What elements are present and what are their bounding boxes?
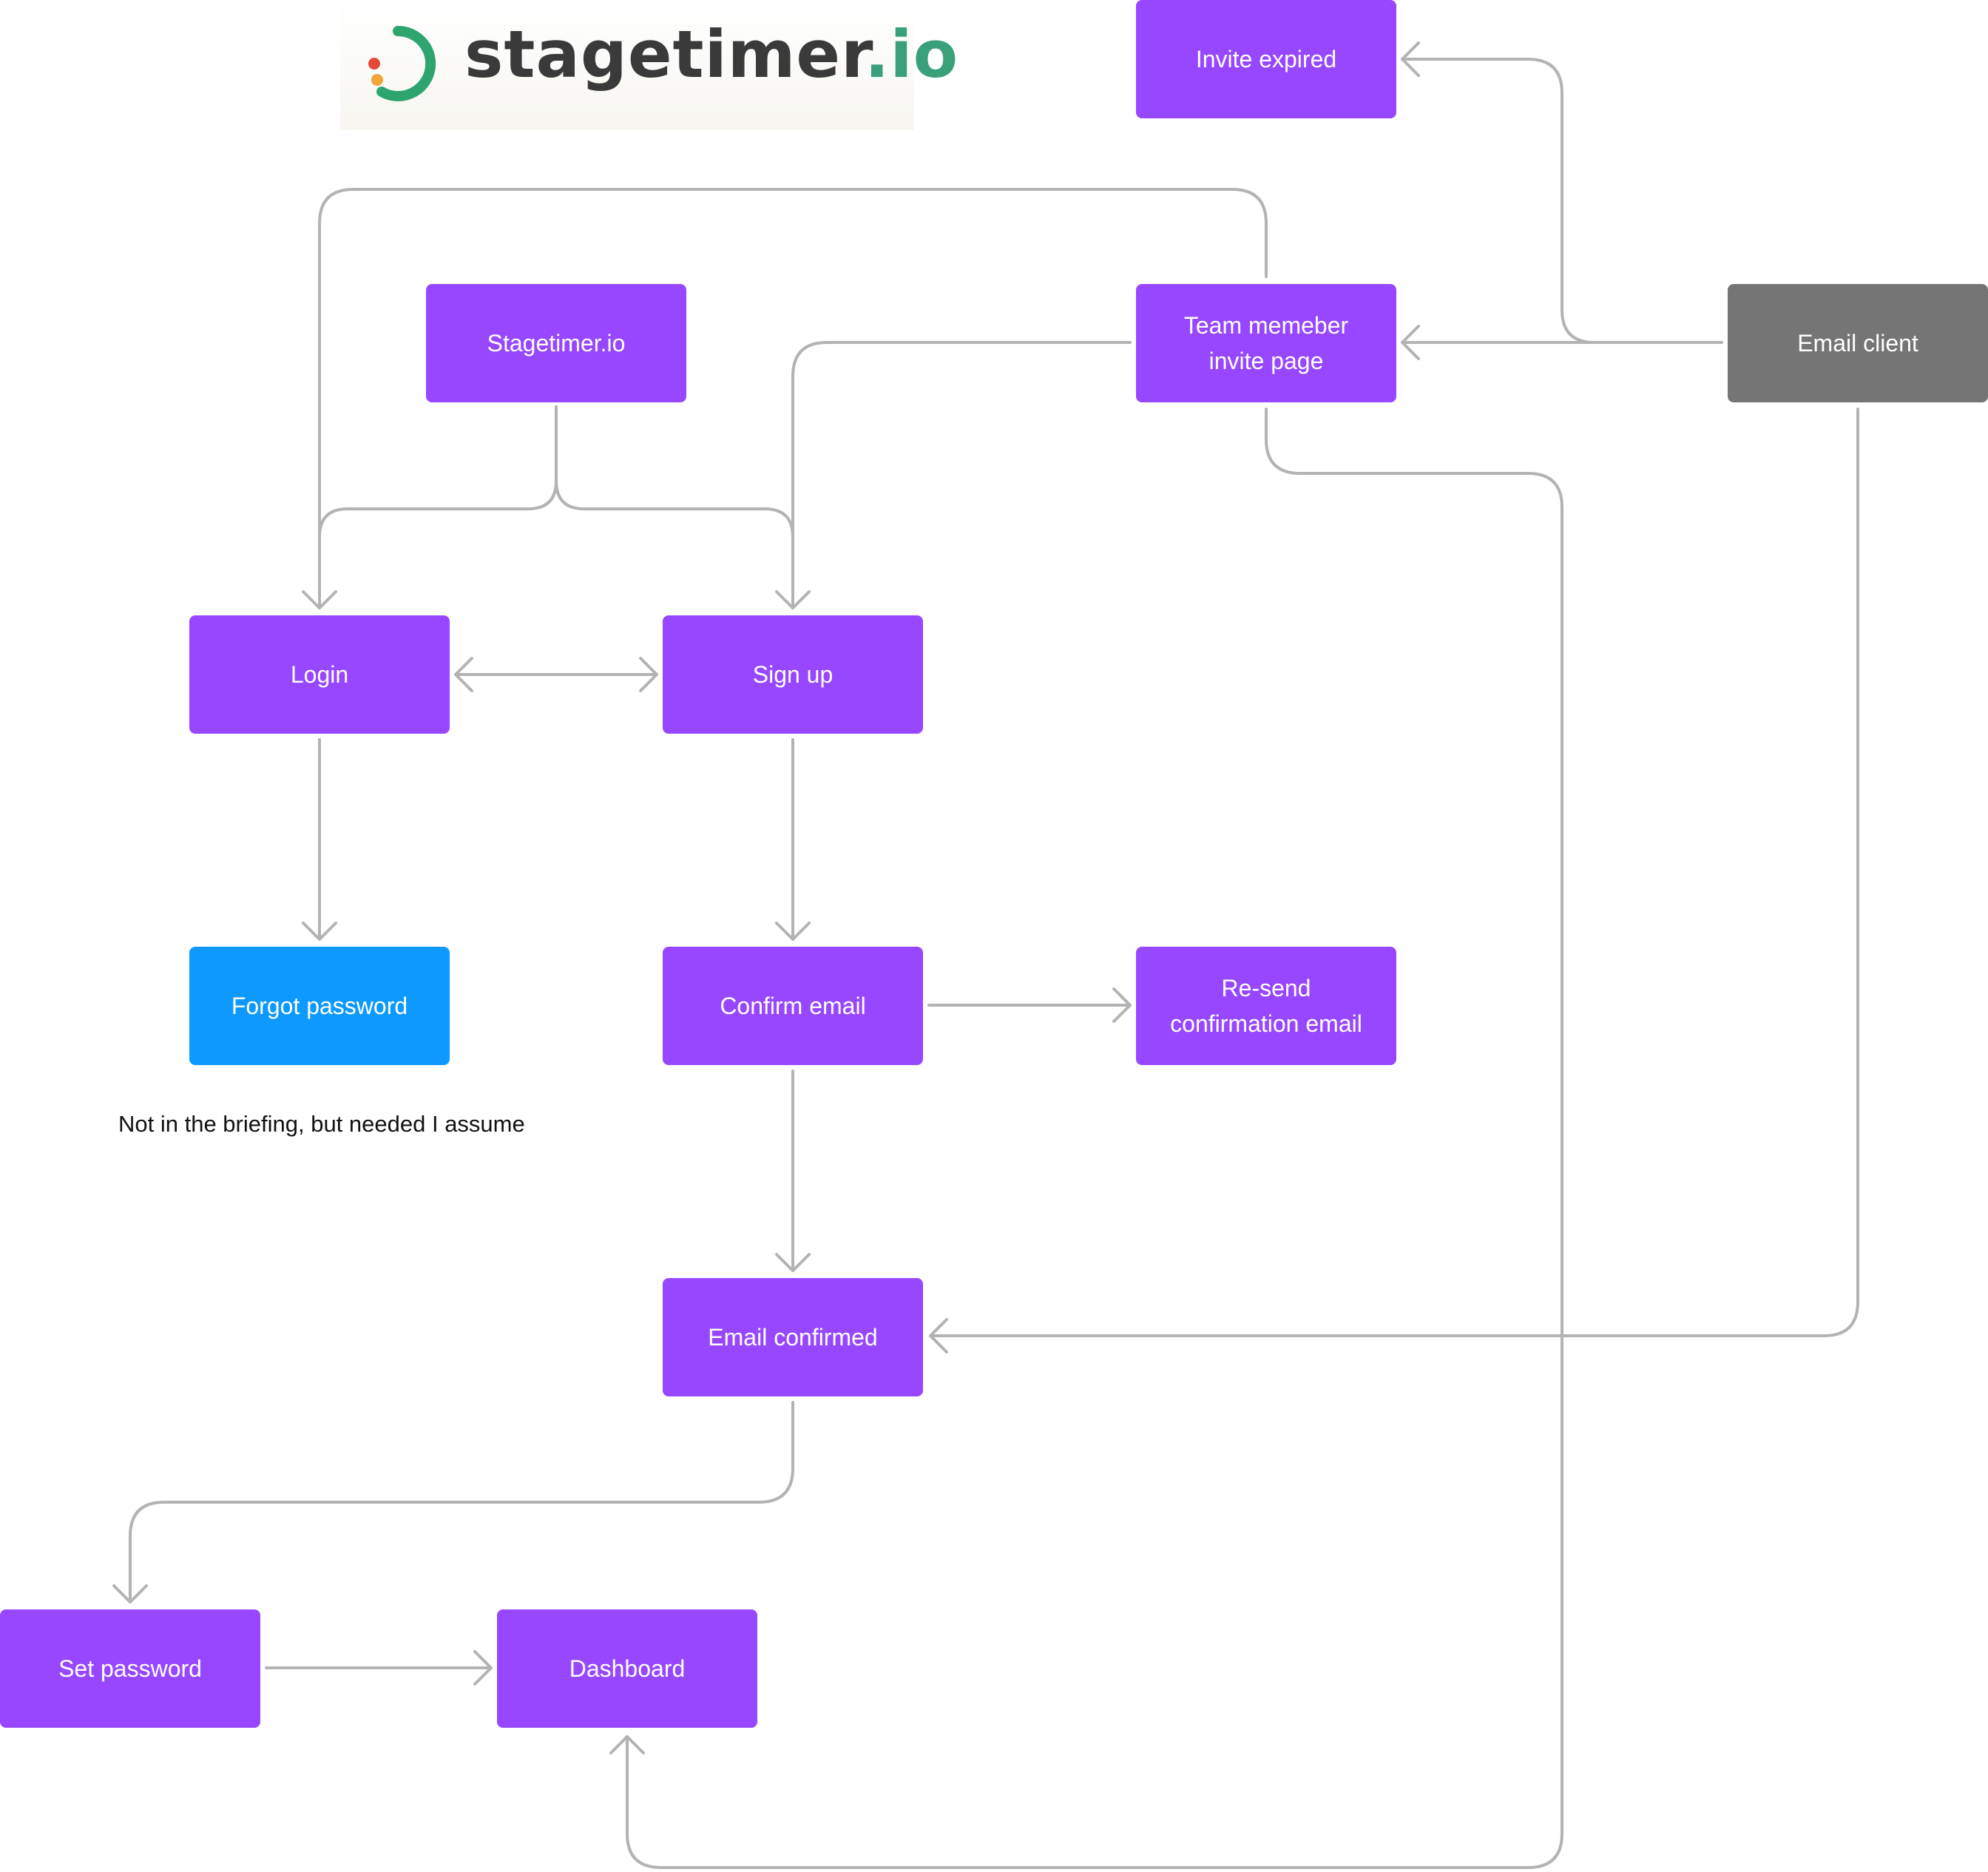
node-stagetimer[interactable]: Stagetimer.io [426, 284, 686, 402]
node-email-confirmed-label: Email confirmed [708, 1324, 878, 1351]
arrowhead-dashboard-bottom [609, 1735, 645, 1754]
arrowhead-forgot-top [302, 922, 337, 941]
node-team-member-invite-page[interactable]: Team memeber invite page [1136, 284, 1396, 402]
node-dashboard[interactable]: Dashboard [497, 1609, 757, 1728]
node-dashboard-label: Dashboard [569, 1655, 686, 1682]
node-team-member-invite-page-label: Team memeber invite page [1183, 312, 1349, 374]
node-login-label: Login [290, 661, 349, 688]
node-stagetimer-label: Stagetimer.io [487, 330, 626, 357]
node-invite-expired[interactable]: Invite expired [1136, 0, 1396, 118]
edge-invite-signup [791, 341, 1132, 609]
node-resend-confirmation-email-label: Re-send confirmation email [1170, 975, 1362, 1037]
node-set-password[interactable]: Set password [0, 1609, 260, 1728]
node-confirm-email[interactable]: Confirm email [663, 947, 923, 1065]
arrowhead-signup-left [639, 657, 658, 692]
node-forgot-password[interactable]: Forgot password [189, 947, 450, 1065]
edge-emailclient-confirmed [929, 408, 1859, 1337]
forgot-password-note: Not in the briefing, but needed I assume [118, 1111, 525, 1137]
node-sign-up-label: Sign up [752, 661, 834, 688]
edge-invite-login [318, 188, 1268, 609]
arrowhead-expired-right [1401, 41, 1420, 77]
node-email-confirmed[interactable]: Email confirmed [663, 1278, 923, 1396]
arrowhead-confirmed-right [929, 1318, 948, 1354]
node-email-client[interactable]: Email client [1728, 284, 1988, 402]
stagetimer-logo: stagetimer.io [340, 0, 958, 130]
arrowhead-resend-left [1112, 987, 1132, 1023]
arrowhead-confirm-top [775, 922, 811, 941]
node-invite-expired-label: Invite expired [1195, 46, 1337, 72]
arrowhead-confirmed-top [775, 1253, 811, 1272]
node-forgot-password-label: Forgot password [231, 993, 408, 1019]
node-resend-confirmation-email[interactable]: Re-send confirmation email [1136, 947, 1396, 1065]
edge-stagetimer-login [318, 405, 558, 609]
node-email-client-label: Email client [1797, 330, 1918, 357]
edge-stagetimer-signup [555, 479, 794, 609]
edge-emailclient-expired [1401, 58, 1723, 344]
arrowhead-dashboard-left [473, 1650, 493, 1686]
arrowhead-login-left [454, 657, 473, 692]
node-set-password-label: Set password [58, 1655, 202, 1682]
stagetimer-logo-wordmark: stagetimer.io [464, 16, 959, 92]
node-login[interactable]: Login [189, 615, 450, 734]
node-confirm-email-label: Confirm email [720, 993, 866, 1019]
node-sign-up[interactable]: Sign up [663, 615, 923, 734]
edge-confirmed-setpassword [129, 1401, 794, 1604]
arrowhead-setpassword-top [112, 1584, 148, 1604]
arrowhead-invite-right [1401, 325, 1420, 360]
edge-invite-dashboard [626, 408, 1563, 1869]
stagetimer-logo-icon [368, 25, 436, 101]
